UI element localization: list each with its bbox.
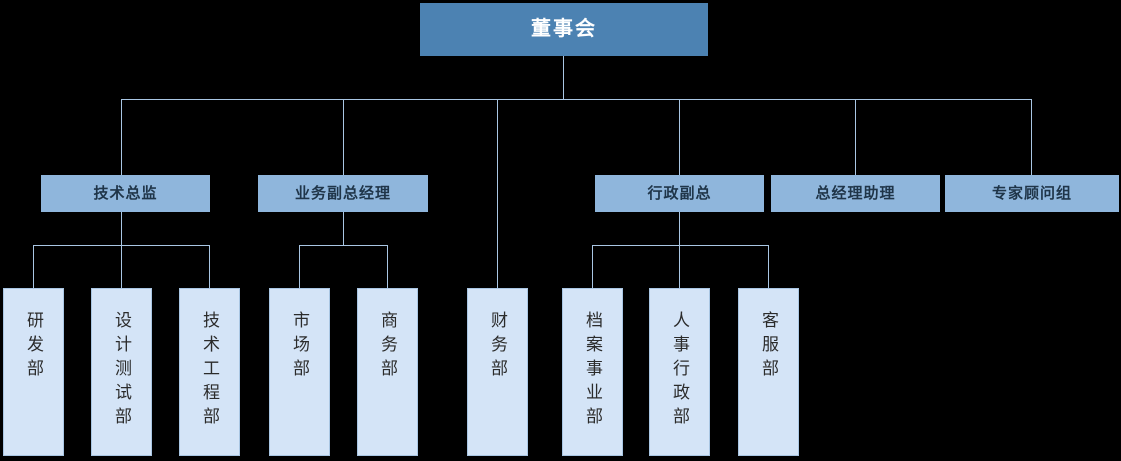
node-admin-vp[interactable]: 行政副总 — [595, 175, 764, 212]
connector-level2-bus — [121, 99, 1032, 100]
connector-drop-customer-svc-dept — [768, 245, 769, 288]
connector-drop-finance-dept — [497, 99, 498, 288]
node-design-test-dept[interactable]: 设计测试部 — [91, 288, 152, 456]
node-label: 设计测试部 — [112, 311, 131, 431]
node-label: 董事会 — [531, 17, 597, 40]
node-business-vp[interactable]: 业务副总经理 — [258, 175, 428, 212]
connector-drop-rnd-dept — [33, 245, 34, 288]
node-label: 市场部 — [290, 311, 309, 383]
connector-stem-business-vp — [343, 212, 344, 245]
node-label: 档案事业部 — [583, 311, 602, 431]
connector-stem-admin-vp — [679, 212, 680, 245]
connector-drop-admin-vp — [679, 99, 680, 175]
node-customer-svc-dept[interactable]: 客服部 — [738, 288, 799, 456]
node-label: 商务部 — [378, 311, 397, 383]
connector-bus-admin-vp — [592, 245, 769, 246]
node-board-of-directors[interactable]: 董事会 — [420, 3, 708, 56]
node-hr-admin-dept[interactable]: 人事行政部 — [649, 288, 710, 456]
node-tech-eng-dept[interactable]: 技术工程部 — [179, 288, 240, 456]
node-rnd-dept[interactable]: 研发部 — [3, 288, 64, 456]
connector-drop-expert-advisory — [1031, 99, 1032, 175]
node-commerce-dept[interactable]: 商务部 — [357, 288, 418, 456]
node-label: 客服部 — [759, 311, 778, 383]
node-label: 财务部 — [488, 311, 507, 383]
node-label: 专家顾问组 — [991, 184, 1072, 202]
connector-drop-business-vp — [343, 99, 344, 175]
connector-root-stem — [563, 56, 564, 99]
node-label: 技术工程部 — [200, 311, 219, 431]
connector-drop-gm-assistant — [855, 99, 856, 175]
connector-drop-tech-director — [121, 99, 122, 175]
node-tech-director[interactable]: 技术总监 — [41, 175, 210, 212]
connector-stem-tech-director — [121, 212, 122, 245]
connector-bus-business-vp — [299, 245, 388, 246]
connector-drop-marketing-dept — [299, 245, 300, 288]
node-label: 人事行政部 — [670, 311, 689, 431]
node-archive-dept[interactable]: 档案事业部 — [562, 288, 623, 456]
node-finance-dept[interactable]: 财务部 — [467, 288, 528, 456]
node-marketing-dept[interactable]: 市场部 — [269, 288, 330, 456]
connector-drop-hr-admin-dept — [679, 245, 680, 288]
connector-drop-archive-dept — [592, 245, 593, 288]
connector-drop-tech-eng-dept — [209, 245, 210, 288]
connector-drop-commerce-dept — [387, 245, 388, 288]
node-label: 总经理助理 — [815, 184, 896, 202]
node-label: 行政副总 — [647, 184, 712, 202]
node-expert-advisory[interactable]: 专家顾问组 — [945, 175, 1119, 212]
node-label: 业务副总经理 — [294, 184, 391, 202]
node-label: 技术总监 — [93, 184, 158, 202]
node-label: 研发部 — [24, 311, 43, 383]
node-gm-assistant[interactable]: 总经理助理 — [771, 175, 940, 212]
connector-drop-design-test-dept — [121, 245, 122, 288]
